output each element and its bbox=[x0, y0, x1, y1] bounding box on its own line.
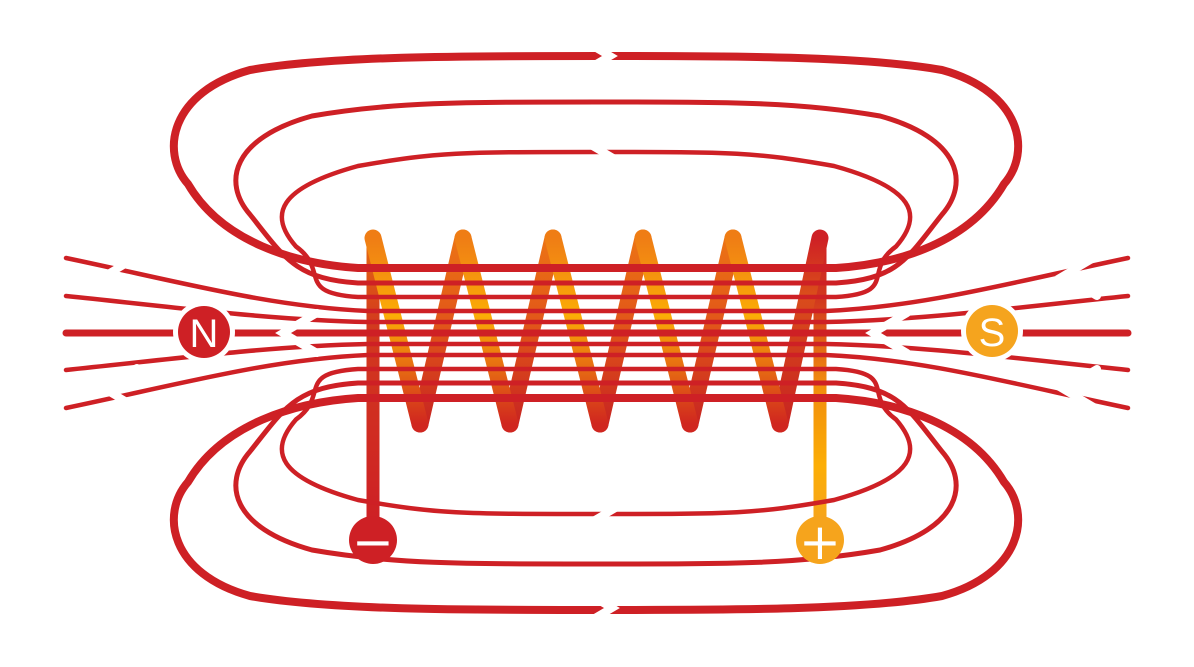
field-arrow-axis-left-of-coil-left-icon bbox=[275, 309, 321, 357]
field-open-line bbox=[63, 255, 1131, 314]
field-arrow-inner-loop-bottom-right-icon bbox=[574, 486, 620, 534]
field-arrow-outer-loop-top-right-icon bbox=[572, 32, 618, 80]
field-arrow-inner-loop-top-right-icon bbox=[570, 131, 616, 179]
field-arrow-outer-loop-bottom-right-icon bbox=[574, 584, 620, 632]
field-arrow-left-fan-lower-left-icon bbox=[95, 364, 141, 412]
field-loop-outer-top bbox=[169, 52, 1023, 272]
field-loop-middle-bottom bbox=[233, 380, 959, 567]
field-loop-outer-bottom bbox=[169, 394, 1023, 614]
negative-terminal: − bbox=[349, 513, 397, 571]
field-open-line bbox=[63, 352, 1131, 411]
positive-terminal-label: + bbox=[799, 513, 841, 571]
field-arrow-axis-right-of-coil-left-icon bbox=[865, 309, 911, 357]
field-direction-arrows bbox=[95, 32, 1101, 632]
positive-terminal-circle bbox=[796, 516, 844, 564]
field-arrow-right-fan-lower-left-icon bbox=[1055, 365, 1101, 413]
north-pole-badge: N bbox=[173, 301, 235, 363]
negative-terminal-label: − bbox=[352, 513, 394, 571]
field-arrow-left-fan-upper-left-icon bbox=[95, 253, 141, 301]
field-open-line bbox=[63, 341, 1131, 373]
field-loop-middle-top bbox=[233, 99, 959, 286]
field-loop-outer-bottom-group bbox=[169, 394, 1023, 614]
negative-terminal-circle bbox=[349, 516, 397, 564]
south-pole-badge-label: S bbox=[979, 311, 1006, 355]
field-lines bbox=[62, 52, 1132, 614]
south-pole-badge: S bbox=[961, 300, 1023, 362]
north-pole-badge-disc bbox=[178, 306, 230, 358]
field-loop-middle-bottom-group bbox=[233, 380, 959, 567]
field-loop-inner-bottom-group bbox=[279, 366, 913, 517]
field-arrow-right-fan-upper-left-icon bbox=[1055, 252, 1101, 300]
south-pole-badge-disc bbox=[966, 305, 1018, 357]
positive-terminal: + bbox=[796, 513, 844, 571]
field-loop-inner-bottom bbox=[279, 366, 913, 517]
north-pole-badge-label: N bbox=[190, 312, 219, 356]
field-open-line bbox=[63, 293, 1131, 325]
